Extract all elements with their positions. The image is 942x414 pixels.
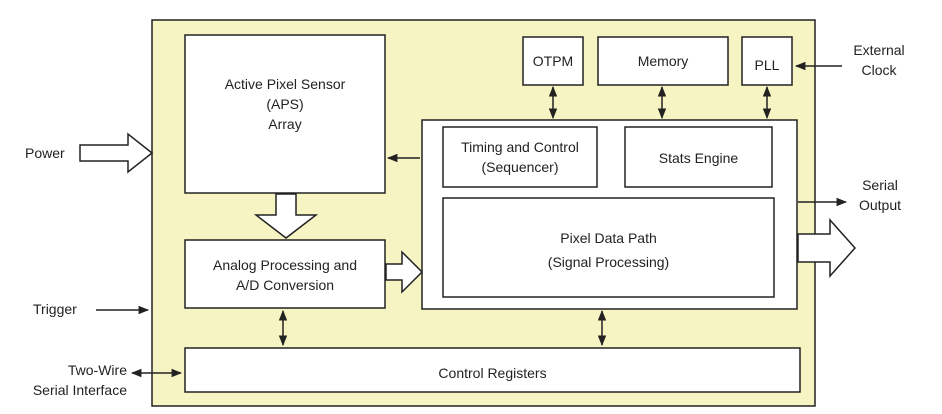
stats-engine-label: Stats Engine <box>658 150 739 166</box>
external-clock-line-2: Clock <box>861 62 897 78</box>
power-hollow-arrow <box>79 132 154 174</box>
aps-line-3: Array <box>268 116 302 132</box>
serial-output-line-1: Serial <box>862 177 898 193</box>
analog-processing-label: Analog Processing and A/D Conversion <box>185 255 385 295</box>
two-wire-label: Two-Wire Serial Interface <box>2 360 127 400</box>
aps-to-analog-hollow-arrow <box>253 193 319 239</box>
pll-label: PLL <box>754 57 780 73</box>
stats-engine-block <box>624 126 773 188</box>
timing-line-2: (Sequencer) <box>481 159 559 175</box>
timing-line-1: Timing and Control <box>461 139 579 155</box>
external-clock-label: External Clock <box>838 40 920 80</box>
serial-output-label: Serial Output <box>846 175 914 215</box>
analog-processing-block <box>184 239 386 309</box>
analog-line-1: Analog Processing and <box>213 257 357 273</box>
two-wire-line-1: Two-Wire <box>67 362 127 378</box>
timing-control-block <box>442 126 598 188</box>
aps-array-label: Active Pixel Sensor (APS) Array <box>185 74 385 134</box>
analog-line-2: A/D Conversion <box>235 277 335 293</box>
analog-to-pixelpath-hollow-arrow <box>385 250 424 294</box>
memory-block <box>597 36 729 86</box>
two-wire-line-2: Serial Interface <box>32 382 127 398</box>
aps-array-block <box>184 34 386 194</box>
pixel-path-line-2: (Signal Processing) <box>547 254 670 270</box>
power-label: Power <box>25 145 65 161</box>
memory-label: Memory <box>637 53 689 69</box>
otpm-block <box>522 36 584 86</box>
pixel-data-path-label: Pixel Data Path (Signal Processing) <box>443 228 774 272</box>
pixel-data-path-block <box>442 197 775 298</box>
serial-output-line-2: Output <box>858 197 902 213</box>
pixel-path-line-1: Pixel Data Path <box>560 230 657 246</box>
external-clock-line-1: External <box>853 42 905 58</box>
serial-output-hollow-arrow <box>797 218 857 278</box>
timing-control-label: Timing and Control (Sequencer) <box>443 137 597 177</box>
aps-line-1: Active Pixel Sensor <box>224 76 346 92</box>
otpm-label: OTPM <box>532 53 574 69</box>
control-registers-label: Control Registers <box>438 365 547 381</box>
trigger-label: Trigger <box>33 301 77 317</box>
control-registers-block <box>184 347 801 393</box>
pll-block <box>741 36 793 86</box>
aps-line-2: (APS) <box>266 96 304 112</box>
